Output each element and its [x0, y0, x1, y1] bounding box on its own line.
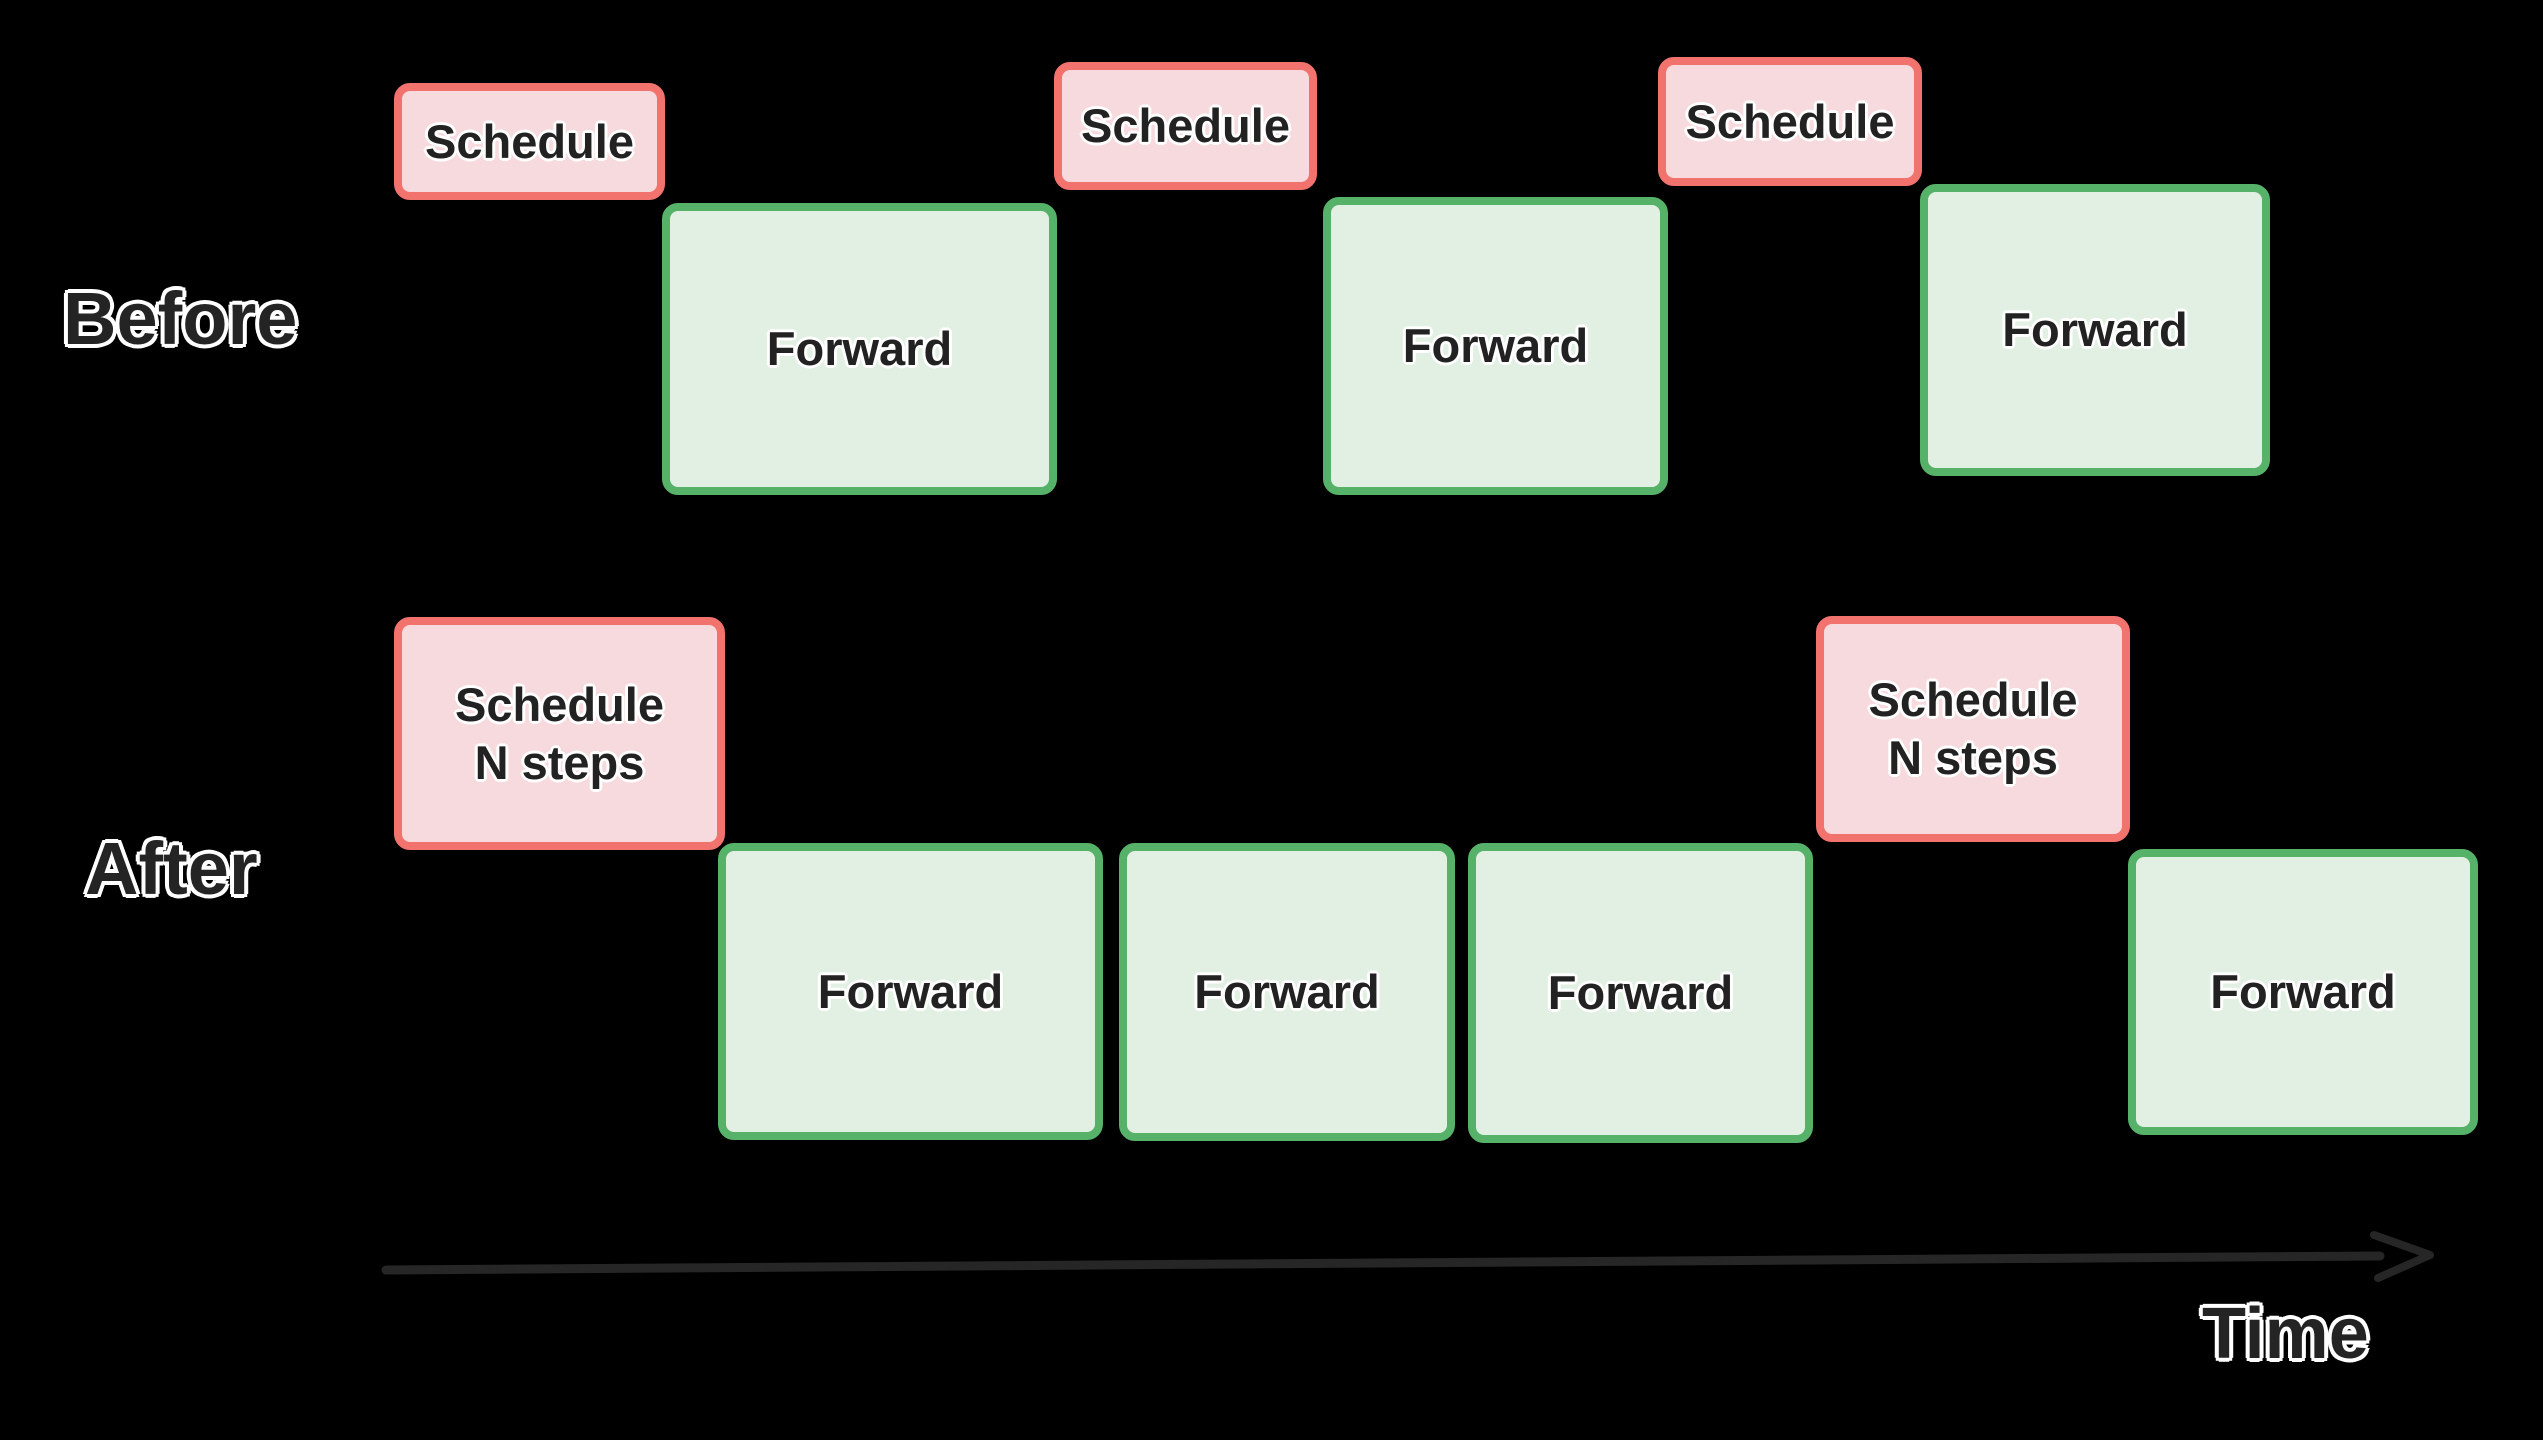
time-axis-label: Time: [2202, 1294, 2369, 1374]
forward-box: Forward: [1468, 843, 1813, 1143]
schedule-box: Schedule: [1658, 57, 1922, 186]
box-label: Forward: [766, 322, 953, 375]
box-label: Forward: [2210, 965, 2396, 1018]
forward-box: Forward: [2128, 849, 2478, 1135]
forward-box: Forward: [662, 203, 1057, 495]
box-label: Schedule: [1081, 99, 1290, 152]
box-label: Forward: [817, 964, 1004, 1018]
forward-box: Forward: [1920, 184, 2270, 476]
box-label: Forward: [1402, 319, 1589, 372]
box-label: Schedule: [1868, 673, 2078, 726]
after-row-label: After: [85, 827, 258, 910]
schedule-n-steps-box: Schedule N steps: [394, 617, 725, 850]
forward-box: Forward: [718, 843, 1103, 1140]
box-label: Forward: [2002, 303, 2188, 356]
box-label: N steps: [474, 735, 645, 789]
time-arrow-icon: [381, 1231, 2434, 1282]
box-label: Forward: [1547, 966, 1734, 1019]
forward-box: Forward: [1323, 197, 1668, 495]
schedule-box: Schedule: [394, 83, 665, 200]
forward-box: Forward: [1119, 843, 1455, 1141]
box-label: Forward: [1194, 965, 1380, 1018]
box-label: Schedule: [455, 677, 664, 731]
schedule-n-steps-box: Schedule N steps: [1816, 616, 2130, 842]
before-row-label: Before: [63, 277, 298, 360]
box-label: N steps: [1888, 731, 2058, 784]
schedule-box: Schedule: [1054, 62, 1317, 190]
box-label: Schedule: [1685, 94, 1895, 148]
box-label: Schedule: [425, 114, 634, 168]
